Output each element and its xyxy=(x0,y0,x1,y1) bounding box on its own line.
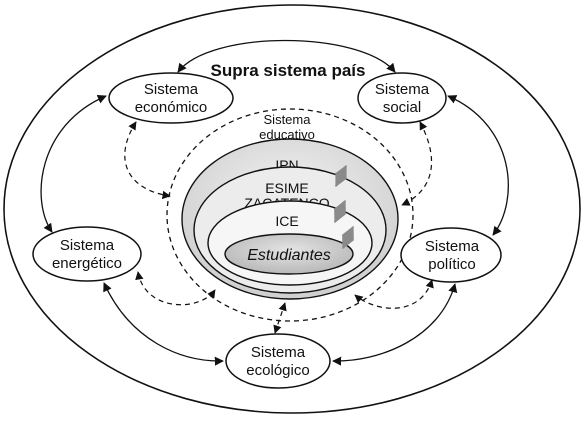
educational-system-label-line2: educativo xyxy=(259,127,315,142)
sistema-social-line1: Sistema xyxy=(375,81,430,98)
dashed-arrow-social-educativo xyxy=(401,121,433,206)
sistema-politico-line1: Sistema xyxy=(425,238,480,255)
sistema-energetico-line1: Sistema xyxy=(60,237,115,254)
gray-arrow-esime-ice xyxy=(333,199,347,224)
educational-system-label-line1: Sistema xyxy=(264,112,312,127)
arrow-social-politico xyxy=(447,95,509,236)
gray-arrow-ice-estudiantes xyxy=(341,225,355,250)
gray-arrow-ipn-esime xyxy=(334,164,348,188)
arrow-economico-energetico xyxy=(40,95,107,233)
sistema-ecologico-line2: ecológico xyxy=(246,362,309,379)
sistema-economico-line1: Sistema xyxy=(144,81,199,98)
supra-system-title: Supra sistema país xyxy=(211,61,366,80)
sistema-economico-node xyxy=(108,72,234,124)
arrow-energetico-ecologico xyxy=(103,282,224,366)
arrow-politico-ecologico xyxy=(332,283,458,366)
sistema-energetico-line2: energético xyxy=(52,255,122,272)
sistema-politico-line2: político xyxy=(428,256,476,273)
sistema-ecologico-node xyxy=(225,333,331,389)
ice-label: ICE xyxy=(275,213,298,229)
esime-label-line1: ESIME xyxy=(265,180,309,196)
sistema-politico-node xyxy=(400,227,502,283)
dashed-arrow-politico-educativo xyxy=(354,279,434,309)
dashed-arrow-energetico-educativo xyxy=(135,271,216,306)
arrow-economico-social xyxy=(177,39,396,73)
educational-system-boundary xyxy=(166,108,414,322)
estudiantes-ellipse xyxy=(224,233,354,275)
estudiantes-label: Estudiantes xyxy=(247,247,331,264)
sistema-social-line2: social xyxy=(383,99,421,116)
dashed-arrow-economico-educativo xyxy=(124,121,171,200)
sistema-economico-line2: económico xyxy=(135,99,208,116)
sistema-ecologico-line1: Sistema xyxy=(251,344,306,361)
sistema-energetico-node xyxy=(32,226,142,282)
